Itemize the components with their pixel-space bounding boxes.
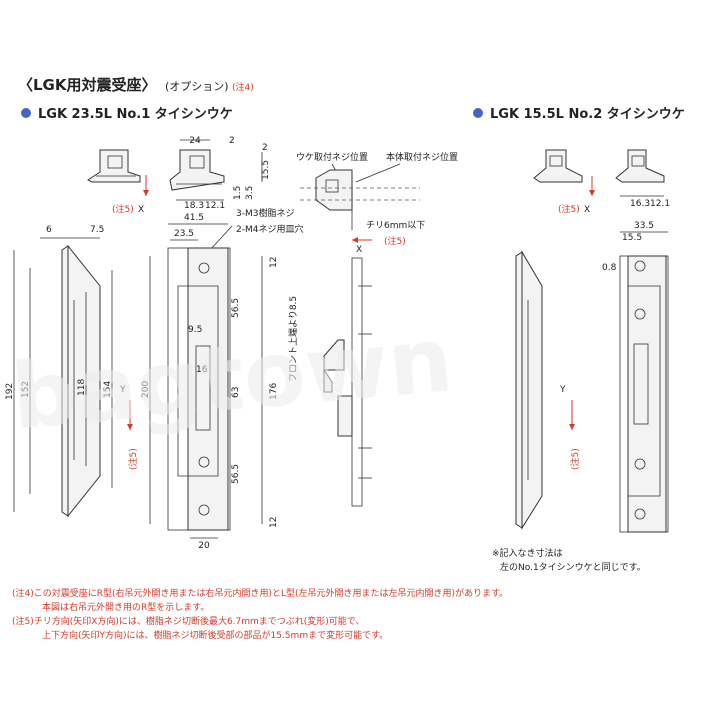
s1-dim-12-1: 12.1 [205, 201, 225, 211]
s1-dim-63: 63 [231, 387, 241, 398]
s2-remark-line2: 左のNo.1タイシンウケと同じです。 [500, 561, 646, 573]
section2-title: LGK 15.5L No.2 タイシンウケ [490, 107, 685, 122]
s1-front-plate-left: 6 7.5 192 152 118 154 [5, 225, 113, 518]
s2-front-plate-left [515, 250, 543, 530]
s1-screw-m3-label: 3-M3樹脂ネジ [236, 207, 294, 219]
s1-note5-x2-label: (注5) [384, 235, 406, 247]
s1-dim-2a: 2 [229, 136, 235, 146]
s1-top-view-left: (注5) X [87, 149, 149, 215]
option-label: (オプション) [165, 80, 229, 93]
s2-remark-line1: ※記入なき寸法は [492, 547, 563, 559]
s1-body-screw-label: 本体取付ネジ位置 [386, 151, 458, 163]
s1-hole-m4-label: 2-M4ネジ用皿穴 [236, 223, 303, 235]
s2-y-label: Y [559, 385, 566, 395]
s1-dim-200: 200 [141, 381, 151, 398]
s1-front-label: フロント上端より8.5 [287, 296, 299, 382]
s1-dim-12-bot: 12 [269, 517, 279, 528]
s1-uke-screw-label: ウケ取付ネジ位置 [296, 151, 368, 163]
s1-note5-y-label: (注5) [127, 448, 139, 470]
s2-note5-y-label: (注5) [569, 448, 581, 470]
section1-bullet-icon [21, 108, 31, 118]
s1-dim-12-top: 12 [269, 257, 279, 268]
s1-dim-23-5: 23.5 [174, 229, 194, 239]
s1-dim-3-5: 3.5 [245, 186, 255, 200]
s1-side-view: フロント上端より8.5 [287, 257, 372, 507]
s1-top-view-center: 24 2 2 15.5 18.3 12.1 1.5 3.5 3-M3樹脂ネジ 2… [169, 136, 303, 251]
s2-dim-12-1: 12.1 [650, 199, 670, 209]
s1-dim-18-3: 18.3 [184, 201, 204, 211]
s1-dim-16: 16 [196, 365, 208, 375]
section2-bullet-icon [473, 108, 483, 118]
note5-line1: (注5)チリ方向(矢印X方向)には、樹脂ネジ切断後最大6.7mmまでつぶれ(変形… [12, 615, 364, 627]
s1-dim-152: 152 [21, 381, 31, 398]
s1-chiri-label: チリ6mm以下 [366, 220, 425, 231]
s1-dim-7-5: 7.5 [90, 225, 104, 235]
s1-x-label: X [138, 205, 144, 215]
s2-note5-x-label: (注5) [558, 203, 580, 215]
s2-top-view-right: 16.3 12.1 [615, 149, 670, 209]
s1-dim-24: 24 [189, 136, 201, 146]
s2-x-label: X [584, 205, 590, 215]
s1-note5-x-label: (注5) [112, 203, 134, 215]
s1-dim-2b: 2 [262, 143, 268, 153]
s2-dim-33-5: 33.5 [634, 221, 654, 231]
note4-line2: 本図は右吊元外開き用のR型を示します。 [42, 601, 209, 613]
s1-dim-192: 192 [5, 383, 15, 400]
s2-dim-0-8: 0.8 [602, 263, 617, 273]
s1-dim-118: 118 [77, 379, 87, 396]
s1-dim-9-5: 9.5 [188, 325, 202, 335]
s1-dim-20: 20 [198, 541, 210, 551]
s1-dim-6: 6 [46, 225, 52, 235]
s1-side-top-view: ウケ取付ネジ位置 本体取付ネジ位置 チリ6mm以下 X (注5) [296, 151, 458, 255]
note4-line1: (注4)この対震受座にR型(右吊元外開き用または右吊元内開き用)とL型(左吊元外… [12, 587, 508, 599]
page-title: 〈LGK用対震受座〉 [18, 76, 157, 94]
s1-dim-41-5: 41.5 [184, 213, 204, 223]
s2-dim-16-3: 16.3 [630, 199, 650, 209]
note4-tag: (注4) [232, 81, 254, 93]
section1-title: LGK 23.5L No.1 タイシンウケ [38, 107, 233, 122]
s1-dim-15-5: 15.5 [261, 160, 271, 180]
s1-dim-154: 154 [103, 381, 113, 398]
s1-dim-56-5-top: 56.5 [231, 298, 241, 318]
s1-x2-label: X [356, 245, 362, 255]
s1-dim-176: 176 [269, 383, 279, 400]
s2-top-view-left: (注5) X [533, 149, 595, 215]
s1-dim-1-5: 1.5 [233, 186, 243, 200]
s1-y-label: Y [119, 385, 126, 395]
s2-front-plate-right: 33.5 15.5 0.8 Y (注5) [559, 221, 669, 533]
s1-dim-56-5-bot: 56.5 [231, 464, 241, 484]
note5-line2: 上下方向(矢印Y方向)には、樹脂ネジ切断後受部の部品が15.5mmまで変形可能で… [42, 629, 388, 641]
s2-dim-15-5: 15.5 [622, 233, 642, 243]
s1-front-plate-center: 41.5 23.5 200 Y (注5) 12 56.5 9.5 16 63 1… [119, 213, 279, 551]
